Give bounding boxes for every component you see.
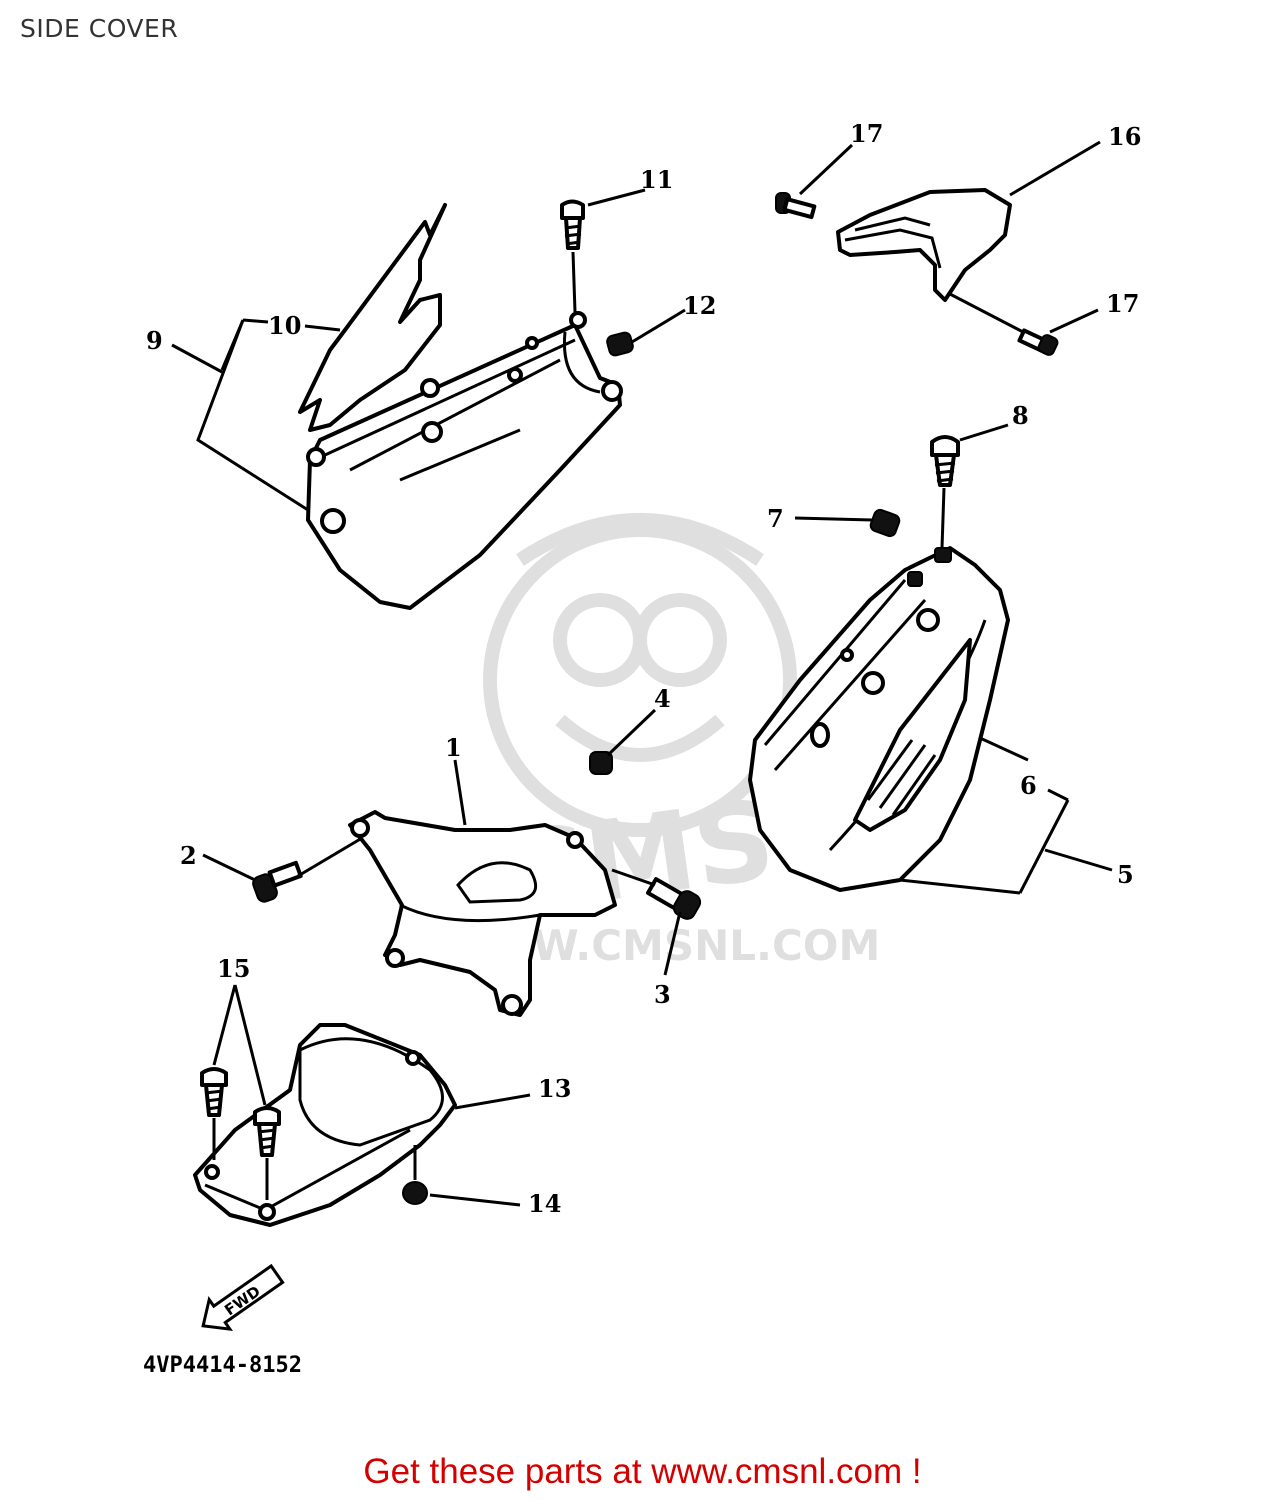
part-labels: 1 2 3 4 5 6 7 8 9 10 11 12 13 14 15 16 1… [146, 119, 1141, 1218]
label-8: 8 [1012, 401, 1029, 430]
fwd-arrow-icon: FWD [201, 1263, 285, 1331]
page-title: SIDE COVER [20, 14, 179, 43]
part-15-screw-right [253, 1106, 281, 1200]
part-11-screw [560, 199, 585, 313]
part-16-bracket [836, 188, 1012, 302]
label-17-upper: 17 [850, 119, 883, 148]
part-15-screw-left [200, 1067, 228, 1160]
label-12: 12 [683, 291, 716, 320]
drawing-code: 4VP4414-8152 [143, 1353, 302, 1378]
label-4: 4 [654, 684, 671, 713]
label-9: 9 [146, 326, 163, 355]
label-17-lower: 17 [1106, 289, 1139, 318]
part-17-screw-upper [775, 192, 817, 220]
leader-lines [171, 140, 1113, 1207]
part-8-screw [930, 435, 960, 549]
label-15: 15 [217, 954, 250, 983]
part-9-side-cover [306, 311, 623, 610]
label-16: 16 [1108, 122, 1141, 151]
part-6-emblem [853, 638, 972, 832]
label-10: 10 [268, 311, 301, 340]
part-4-nut [589, 751, 613, 775]
label-11: 11 [640, 165, 673, 194]
part-14-grommet [402, 1181, 428, 1205]
part-17-screw-lower [1017, 328, 1059, 356]
watermark-logo-icon [483, 513, 797, 837]
label-14: 14 [528, 1189, 561, 1218]
label-6: 6 [1020, 771, 1037, 800]
part-3-screw [645, 877, 702, 920]
part-5-side-cover [748, 546, 1010, 892]
part-13-lower-cover [193, 1023, 457, 1227]
footer-cta-link[interactable]: Get these parts at www.cmsnl.com ! [363, 1452, 922, 1491]
label-5: 5 [1117, 860, 1134, 889]
part-2-screw [252, 860, 303, 903]
label-1: 1 [445, 733, 462, 762]
part-1-center-cover [348, 810, 617, 1017]
part-10-emblem [298, 203, 447, 432]
label-2: 2 [180, 841, 197, 870]
label-3: 3 [654, 980, 671, 1009]
label-13: 13 [538, 1074, 571, 1103]
label-7: 7 [767, 504, 784, 533]
part-12-nut [606, 331, 634, 357]
part-7-nut [869, 508, 901, 538]
